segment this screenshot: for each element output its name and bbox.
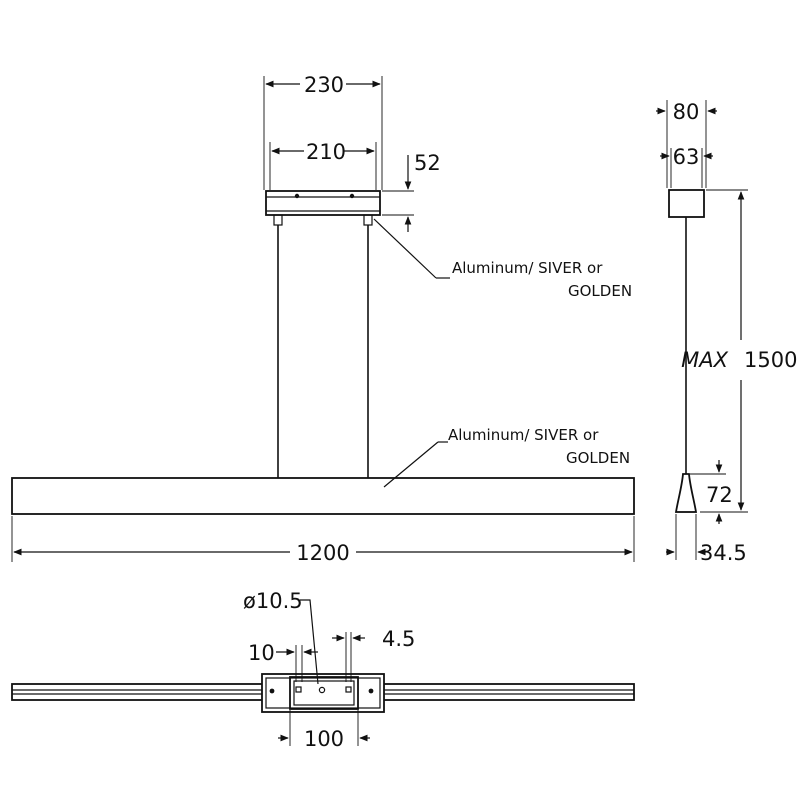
dim-profile-height: 72	[706, 483, 733, 507]
dim-side-canopy-outer: 80	[673, 100, 700, 124]
canopy-screw-left	[294, 193, 300, 199]
front-view: 230 210 52 Aluminum/ SIVER or GOLDEN Alu…	[11, 73, 635, 565]
luminaire-body	[11, 477, 635, 515]
dim-canopy-inner-width: 210	[306, 140, 346, 164]
side-canopy	[668, 189, 705, 218]
side-profile	[674, 473, 698, 513]
dim-max-label: MAX	[681, 348, 728, 372]
canopy	[265, 190, 381, 216]
side-view: 80 63 MAX 1500 72 34.5	[656, 100, 797, 565]
dim-canopy-outer-width: 230	[304, 73, 344, 97]
body-material-note-line2: GOLDEN	[566, 449, 630, 467]
canopy-screw-right	[349, 193, 355, 199]
body-material-note-line1: Aluminum/ SIVER or	[448, 426, 599, 444]
dim-mount-width: 100	[304, 727, 344, 751]
center-hole	[318, 686, 326, 694]
dim-profile-width: 34.5	[700, 541, 747, 565]
dim-side-canopy-inner: 63	[673, 145, 700, 169]
dim-max-value: 1500	[744, 348, 797, 372]
plate-screw-left	[269, 688, 275, 694]
dim-offset-left: 10	[248, 641, 275, 665]
dim-offset-right: 4.5	[382, 627, 415, 651]
dim-hole-diameter: ø10.5	[243, 589, 303, 613]
mounting-bracket	[289, 676, 359, 710]
dim-body-length: 1200	[296, 541, 349, 565]
dim-canopy-height: 52	[414, 151, 441, 175]
canopy-material-note-line2: GOLDEN	[568, 282, 632, 300]
top-view: ø10.5 10 4.5 100	[11, 589, 635, 751]
canopy-material-note-line1: Aluminum/ SIVER or	[452, 259, 603, 277]
plate-screw-right	[368, 688, 374, 694]
